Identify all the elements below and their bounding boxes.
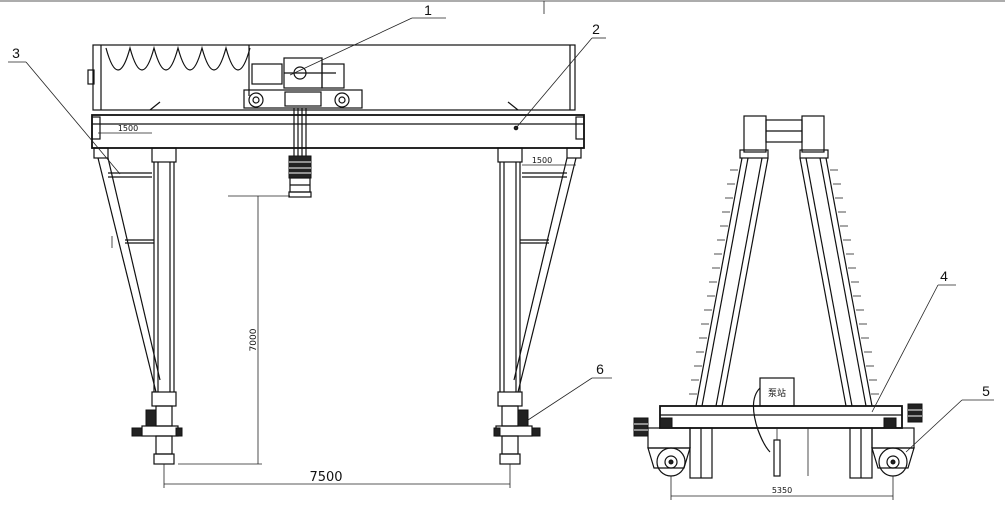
callout-4: 4 [940, 268, 948, 284]
lift-height-dimension: 7000 [178, 195, 290, 465]
right-cantilever-dimension: 1500 [522, 156, 576, 166]
side-view: 泵站 [633, 115, 994, 500]
trolley [149, 57, 519, 111]
callout-2: 2 [592, 21, 600, 37]
span-dimension: 7500 [163, 464, 511, 488]
left-travel-mechanism [131, 405, 183, 465]
callout-1: 1 [424, 2, 432, 18]
drawing-border [0, 0, 1005, 14]
left-ladder [689, 169, 738, 395]
wheelbase-label: 5350 [772, 486, 792, 495]
callout-3: 3 [12, 45, 20, 61]
right-leg [497, 147, 582, 407]
callout-5: 5 [982, 383, 990, 399]
wheelbase-dimension: 5350 [670, 476, 894, 500]
front-view: 7500 7000 1500 1500 [8, 17, 612, 488]
left-wheel-assembly [633, 417, 691, 477]
span-dimension-label: 7500 [309, 470, 342, 485]
right-ladder [830, 169, 879, 395]
pump-station-label: 泵站 [768, 387, 786, 399]
right-cantilever-label: 1500 [532, 156, 552, 165]
hook-spreader [288, 108, 312, 198]
main-girder [91, 114, 585, 149]
left-cantilever-label: 1500 [118, 124, 138, 133]
left-cantilever-dimension: 1500 [98, 124, 152, 134]
lift-height-label: 7000 [249, 328, 259, 351]
left-leg [93, 147, 177, 407]
cable-drum-housing [87, 44, 576, 111]
callout-6: 6 [596, 361, 604, 377]
right-travel-mechanism [493, 405, 541, 465]
right-wheel-assembly [871, 403, 923, 477]
